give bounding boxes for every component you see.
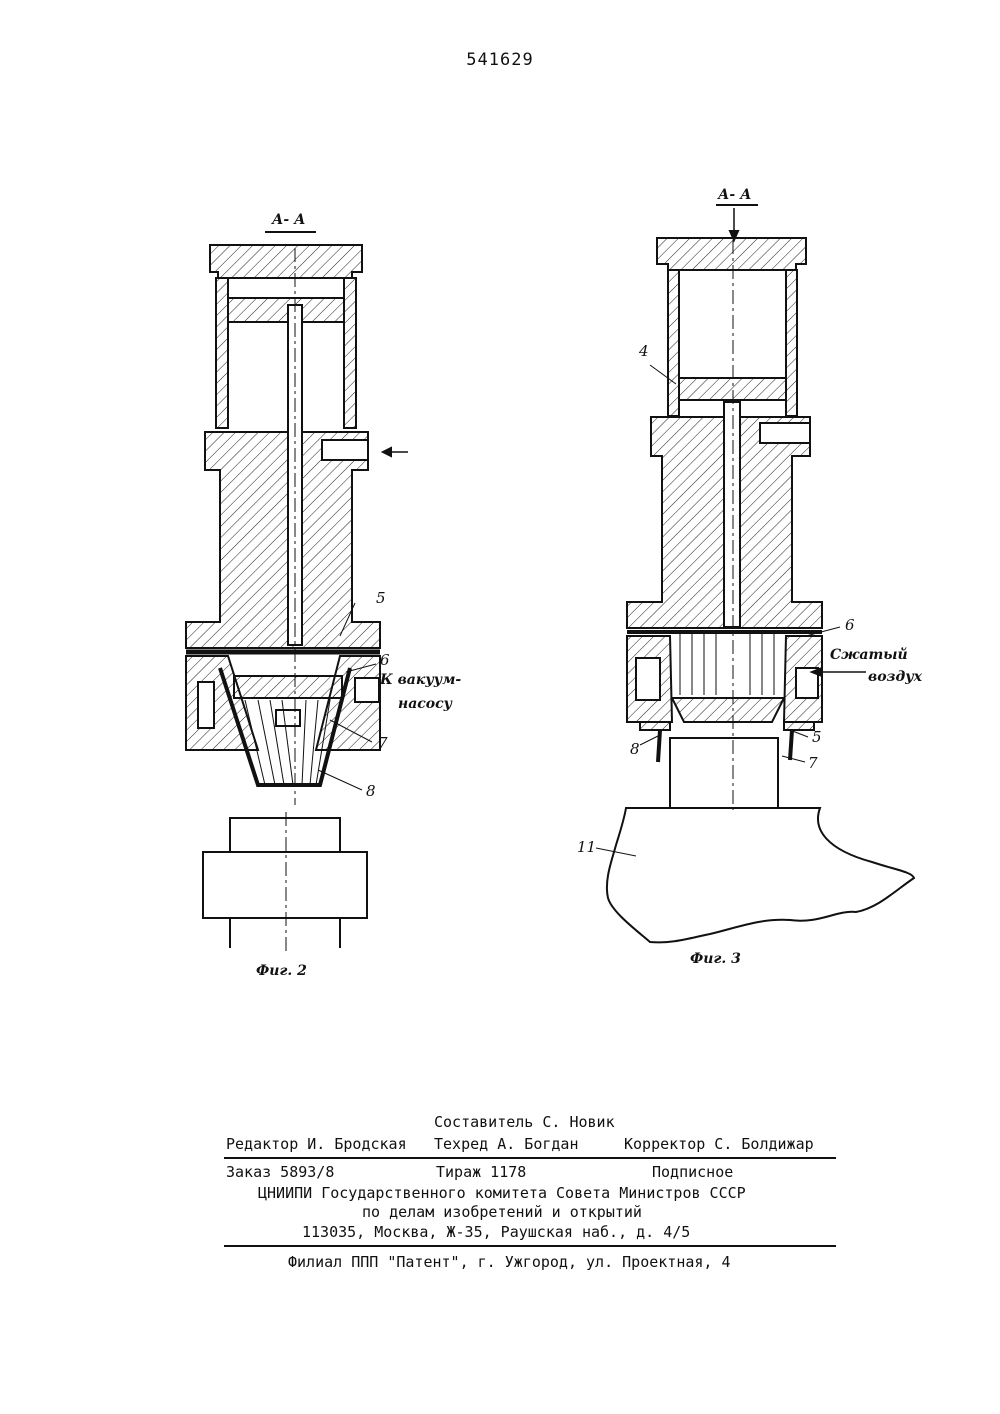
organization-line2: по делам изобретений и открытий: [362, 1203, 642, 1221]
fig2-callout-5: 5: [376, 589, 386, 607]
circulation-line: Тираж 1178: [436, 1163, 526, 1181]
branch-line: Филиал ППП "Патент", г. Ужгород, ул. Про…: [288, 1253, 731, 1271]
fig2-vacuum-label-line1: К вакуум-: [379, 672, 461, 688]
fig2-callout-8: 8: [366, 782, 376, 800]
rule-top: [224, 1157, 836, 1159]
fig3-callout-7: 7: [808, 754, 818, 772]
fig3-air-label-line1: Сжатый: [830, 646, 908, 663]
figure-3-drawing: [596, 205, 914, 942]
fig2-callout-7: 7: [378, 734, 388, 752]
address-line: 113035, Москва, Ж-35, Раушская наб., д. …: [302, 1223, 690, 1241]
fig2-vacuum-label-line2: насосу: [398, 696, 453, 712]
fig2-callout-6: 6: [380, 651, 390, 669]
fig3-callout-4: 4: [638, 342, 649, 360]
techred-line: Техред А. Богдан: [434, 1135, 579, 1153]
corrector-line: Корректор С. Болдижар: [624, 1135, 814, 1153]
editor-line: Редактор И. Бродская: [226, 1135, 407, 1153]
technical-drawings: А- А 5 6 7 8 К вакуум- насосу Фиг. 2 А- …: [0, 0, 1000, 1000]
fig3-callout-5: 5: [812, 728, 822, 746]
order-line: Заказ 5893/8: [226, 1163, 334, 1181]
fig3-callout-6: 6: [845, 616, 855, 634]
compiler-line: Составитель С. Новик: [434, 1113, 615, 1131]
fig2-caption: Фиг. 2: [256, 963, 307, 979]
subscription-line: Подписное: [652, 1163, 733, 1181]
figure-2-drawing: [186, 232, 408, 954]
organization-line1: ЦНИИПИ Государственного комитета Совета …: [258, 1184, 746, 1202]
rule-bottom: [224, 1245, 836, 1247]
fig3-callout-8: 8: [630, 740, 640, 758]
fig3-callout-11: 11: [577, 838, 596, 856]
fig3-air-label-line2: воздух: [868, 669, 923, 685]
fig3-caption: Фиг. 3: [690, 951, 741, 967]
fig3-section-label: А- А: [717, 187, 752, 203]
fig2-section-label: А- А: [271, 212, 306, 228]
